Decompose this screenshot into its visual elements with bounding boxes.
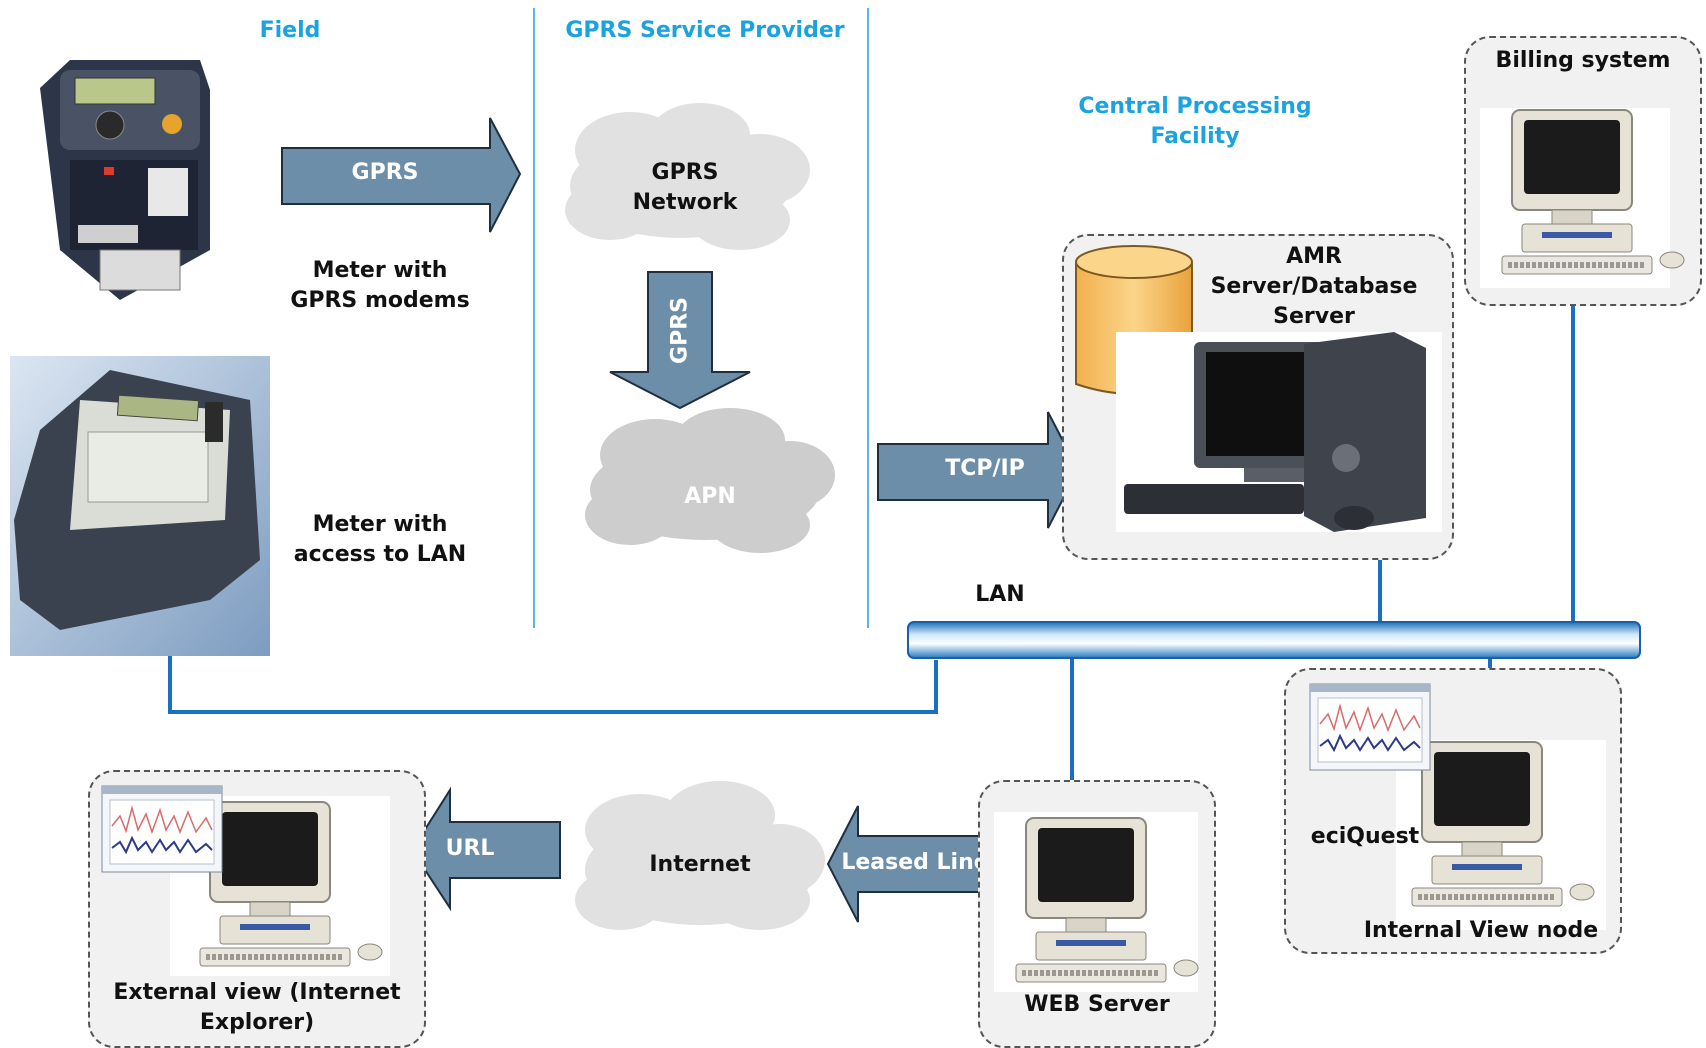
lan-meter-link	[168, 656, 938, 714]
gprs-meter-label: Meter with GPRS modems	[290, 258, 470, 313]
gprs-down-arrow	[609, 271, 751, 410]
amr-server-icon	[1075, 245, 1442, 532]
billing-computer-icon	[1480, 38, 1700, 288]
amr-server-label: AMR Server/Database Server	[1210, 244, 1418, 329]
gprs-network-cloud	[565, 103, 810, 250]
lan-meter-label: Meter with access to LAN	[293, 512, 467, 567]
lan-meter-icon	[10, 356, 270, 656]
tcp-ip-arrow-label: TCP/IP	[945, 456, 1025, 481]
gprs-meter-icon	[40, 60, 210, 300]
web-server-label: WEB Server	[1024, 992, 1170, 1017]
gprs-down-arrow-label: GPRS	[667, 297, 693, 364]
internet-cloud	[575, 781, 825, 930]
gprs-arrow	[281, 117, 522, 233]
amr-server-node: AMR Server/Database Server	[1062, 234, 1454, 560]
web-server-node: WEB Server	[978, 780, 1216, 1048]
external-view-node: External view (Internet Explorer)	[88, 770, 426, 1048]
external-view-label: External view (Internet Explorer)	[113, 980, 401, 1035]
lan-label: LAN	[975, 582, 1025, 607]
lan-bus	[907, 621, 1641, 659]
web-server-computer-icon	[994, 812, 1214, 992]
field-header: Field	[259, 18, 321, 43]
internet-label: Internet	[649, 852, 751, 877]
url-arrow-label: URL	[445, 836, 495, 861]
gprs-arrow-label: GPRS	[351, 160, 419, 185]
internal-view-node: eciQuest Internal View node	[1284, 668, 1622, 954]
external-view-computer-icon	[101, 785, 390, 976]
internal-view-label: Internal View node	[1363, 918, 1599, 943]
billing-system-label: Billing system	[1495, 48, 1671, 73]
gprs-network-label: GPRS Network	[632, 160, 738, 215]
gprs-provider-header: GPRS Service Provider	[565, 18, 845, 43]
central-processing-header: Central Processing Facility	[1078, 94, 1312, 149]
billing-system-node: Billing system	[1464, 36, 1702, 306]
internal-view-computer-icon	[1309, 683, 1606, 930]
apn-label: APN	[684, 484, 736, 509]
url-arrow	[410, 786, 561, 912]
apn-cloud	[585, 408, 835, 553]
leased-line-arrow-label: Leased Line	[841, 850, 989, 875]
eciquest-label: eciQuest	[1310, 824, 1420, 849]
